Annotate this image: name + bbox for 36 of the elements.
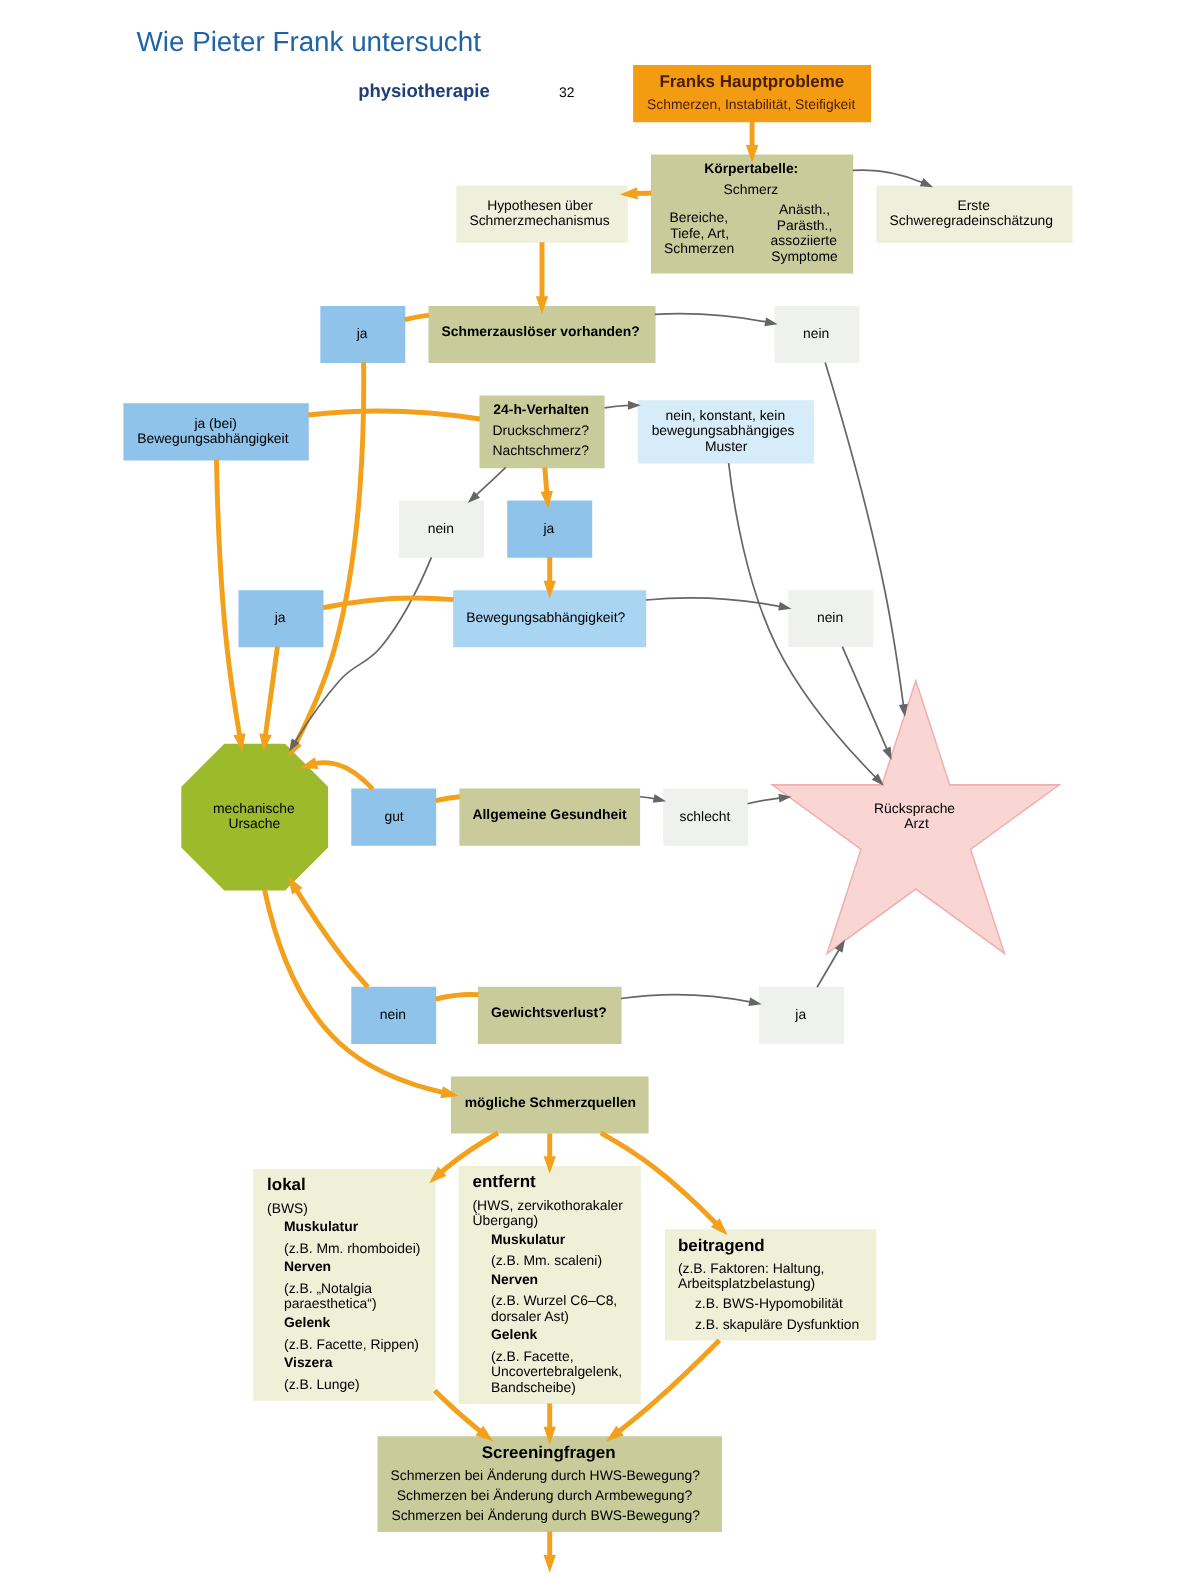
arrow	[653, 312, 778, 327]
arrow	[535, 242, 549, 314]
connector	[404, 312, 430, 322]
arrow	[620, 993, 762, 1007]
arrow	[543, 1133, 556, 1174]
arrow	[214, 459, 246, 752]
arrow	[543, 1403, 556, 1445]
connector	[308, 408, 481, 422]
arrow	[746, 793, 792, 805]
arrow	[467, 466, 507, 504]
arrow	[299, 757, 375, 791]
arrow	[644, 597, 792, 611]
arrow	[841, 645, 892, 761]
arrow	[262, 889, 459, 1099]
arrow	[603, 400, 641, 410]
diagram-title: Wie Pieter Frank untersucht	[136, 24, 481, 57]
arrow	[816, 939, 846, 989]
connector	[435, 794, 461, 804]
arrow	[599, 1130, 728, 1236]
arrow	[433, 1388, 494, 1442]
arrow	[543, 1531, 556, 1573]
arrow	[824, 361, 908, 717]
connector	[322, 595, 454, 611]
arrow	[259, 646, 280, 752]
arrow	[287, 876, 370, 989]
arrow	[852, 169, 934, 188]
label: physiotherapie	[358, 80, 490, 101]
arrow	[727, 462, 884, 786]
arrow	[606, 1338, 722, 1442]
arrow	[639, 794, 667, 803]
arrow	[540, 467, 553, 509]
arrow	[289, 556, 433, 752]
arrow	[745, 121, 759, 163]
arrow	[429, 1130, 500, 1184]
arrow	[543, 557, 556, 599]
connector	[435, 992, 479, 1002]
